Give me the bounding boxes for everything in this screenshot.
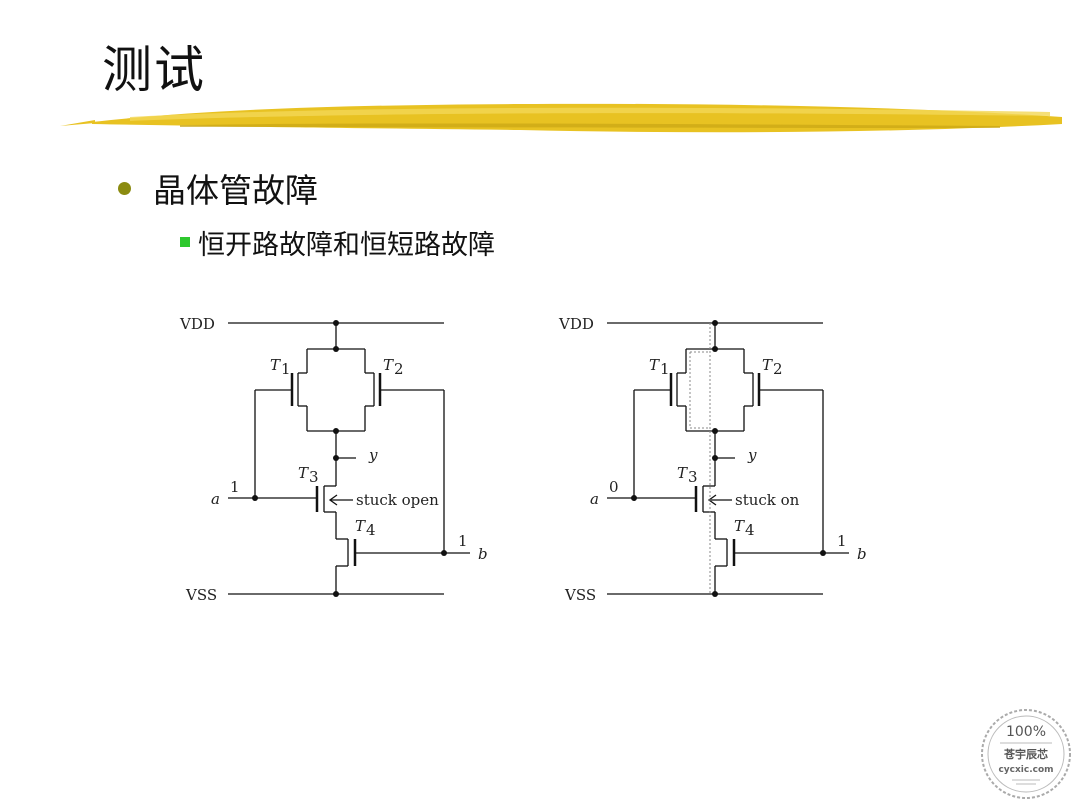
right-a-value: 0: [609, 478, 619, 496]
left-t1-sub: 1: [281, 360, 291, 378]
left-t3-sub: 3: [309, 468, 319, 486]
right-t2-label: T: [762, 356, 773, 374]
left-t2-label: T: [383, 356, 394, 374]
watermark-percent: 100%: [1006, 724, 1046, 740]
right-a-label: a: [590, 490, 599, 508]
right-vdd-label: VDD: [558, 315, 594, 333]
right-t1-sub: 1: [660, 360, 670, 378]
right-circuit-labels: VDD VSS T 1 T 2 T 3 T 4 y a 0 b 1 stuck …: [558, 315, 867, 604]
right-t3-sub: 3: [688, 468, 698, 486]
bullet-level2-text: 恒开路故障和恒短路故障: [198, 229, 495, 261]
bullet-square: [180, 237, 190, 247]
left-t3-label: T: [298, 464, 309, 482]
left-t4-label: T: [355, 517, 366, 535]
left-vdd-label: VDD: [179, 315, 215, 333]
watermark-stamp: 100% 苍宇辰芯 cycxic.com: [981, 709, 1071, 799]
right-fault-label: stuck on: [735, 491, 800, 509]
left-t1-label: T: [270, 356, 281, 374]
right-vss-label: VSS: [564, 586, 596, 604]
title-underline-brush: [60, 103, 1062, 133]
watermark-brand: 苍宇辰芯: [1003, 747, 1048, 761]
left-fault-label: stuck open: [356, 491, 439, 509]
right-b-value: 1: [837, 532, 847, 550]
left-y-label: y: [368, 446, 378, 464]
junction-dots: [252, 320, 826, 597]
left-vss-label: VSS: [185, 586, 217, 604]
bullet-level1-text: 晶体管故障: [153, 171, 318, 210]
right-y-label: y: [747, 446, 757, 464]
bullet-level2: 恒开路故障和恒短路故障: [180, 224, 495, 261]
bullet-level1: 晶体管故障: [118, 168, 318, 210]
left-a-value: 1: [230, 478, 240, 496]
right-t1-label: T: [649, 356, 660, 374]
right-t3-label: T: [677, 464, 688, 482]
right-t4-sub: 4: [745, 521, 755, 539]
left-t4-sub: 4: [366, 521, 376, 539]
right-t4-label: T: [734, 517, 745, 535]
right-t2-sub: 2: [773, 360, 783, 378]
slide-title: 测试: [102, 41, 206, 99]
right-circuit: [607, 322, 849, 595]
bullet-dot: [118, 181, 131, 195]
left-circuit-labels: VDD VSS T 1 T 2 T 3 T 4 y a 1 b 1 stuck …: [179, 315, 488, 604]
right-b-label: b: [857, 545, 867, 563]
left-b-value: 1: [458, 532, 468, 550]
left-circuit: [228, 322, 470, 595]
left-b-label: b: [478, 545, 488, 563]
left-a-label: a: [211, 490, 220, 508]
left-t2-sub: 2: [394, 360, 404, 378]
watermark-site: cycxic.com: [998, 765, 1053, 775]
